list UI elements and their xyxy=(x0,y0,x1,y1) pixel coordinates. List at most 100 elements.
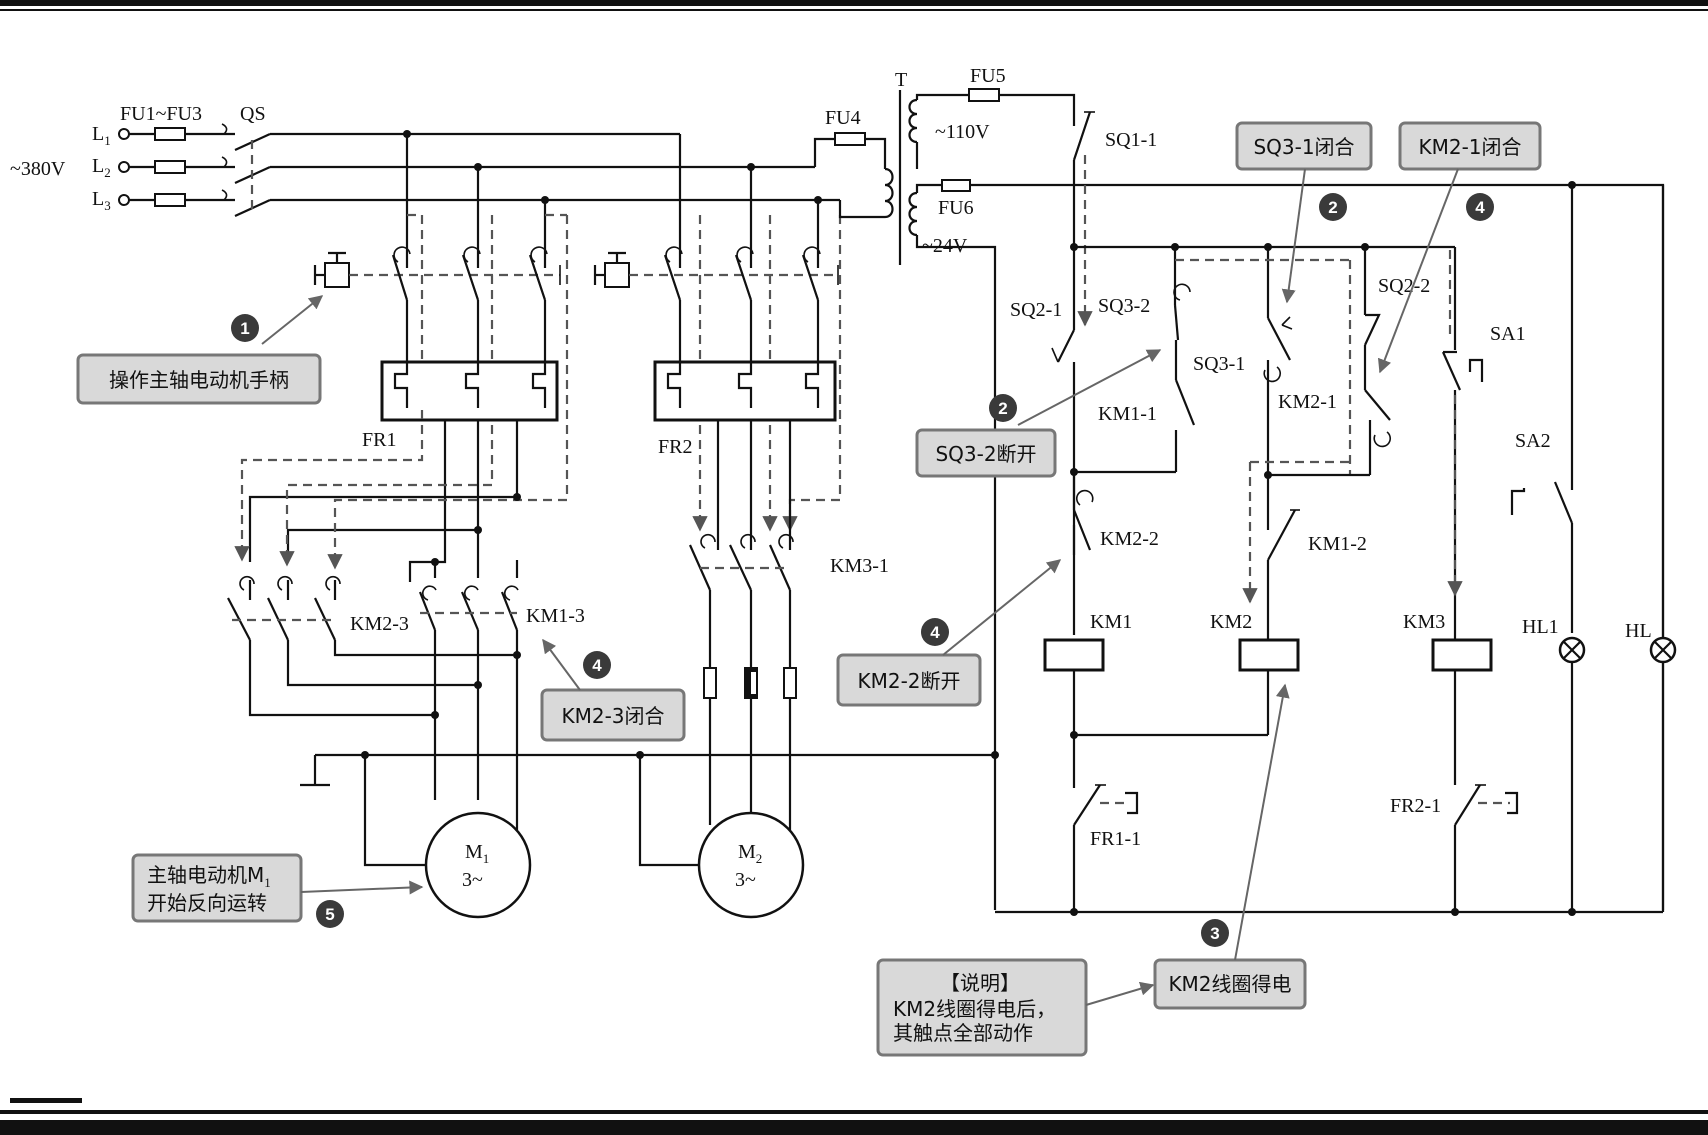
svg-text:3: 3 xyxy=(1210,924,1219,943)
km2-1-label: KM2-1 xyxy=(1278,391,1337,413)
handle-switch-m2 xyxy=(604,262,630,288)
switch-qs-label: QS xyxy=(240,103,266,125)
hl1-label: HL1 xyxy=(1522,616,1559,638)
fuse-fu6 xyxy=(941,179,971,192)
callout-handle: 操作主轴电动机手柄 xyxy=(76,353,322,405)
step-badge-4b: 4 xyxy=(921,618,949,646)
motor-m1-name: M1 xyxy=(465,841,489,866)
hl-label: HL xyxy=(1625,620,1652,642)
supply-voltage-label: ~380V xyxy=(10,158,66,180)
control-circuit: SQ1-1 SQ2-1 SQ3-2 KM1-1 SQ3-1 KM xyxy=(995,111,1677,916)
thermal-relay-fr2 xyxy=(653,360,837,422)
step-badge-3: 3 xyxy=(1201,919,1229,947)
svg-text:2: 2 xyxy=(1328,198,1337,217)
km1-1-label: KM1-1 xyxy=(1098,403,1157,425)
sa2-label: SA2 xyxy=(1515,430,1551,452)
callout-km2-coil: KM2线圈得电 xyxy=(1153,958,1307,1010)
sq3-2-label: SQ3-2 xyxy=(1098,295,1150,317)
callout-sq3-2-open-text: SQ3-2断开 xyxy=(935,442,1036,466)
fuse-fu4 xyxy=(834,132,866,146)
phase-l3-label: L3 xyxy=(92,188,111,213)
fu5-label: FU5 xyxy=(970,65,1006,87)
motor-m2-phase: 3~ xyxy=(735,869,756,891)
m2-branch: FR2 KM3-1 M2 3~ xyxy=(593,134,889,919)
km2-coil-label: KM2 xyxy=(1210,611,1252,633)
callout-motor-reverse-line1: 主轴电动机M1 xyxy=(147,863,271,890)
main-fuses-label: FU1~FU3 xyxy=(120,103,202,125)
note-line1: 【说明】 xyxy=(940,971,1020,995)
v110-label: ~110V xyxy=(935,121,990,143)
callout-km2-1-closed-text: KM2-1闭合 xyxy=(1418,135,1521,159)
pointer-arrows xyxy=(261,168,1459,1006)
callout-sq3-1-closed-text: SQ3-1闭合 xyxy=(1253,135,1354,159)
motor-m1 xyxy=(424,811,532,919)
transformer-label: T xyxy=(895,69,907,91)
handle-switch-m1 xyxy=(324,262,350,288)
fuse-fu1 xyxy=(154,127,186,141)
phase-l2-label: L2 xyxy=(92,155,111,180)
coil-km1 xyxy=(1043,638,1105,672)
callout-km2-3-closed: KM2-3闭合 xyxy=(540,688,686,742)
step-badge-2a: 2 xyxy=(1319,193,1347,221)
fuse-fu5 xyxy=(968,88,1000,102)
phase-l1-label: L1 xyxy=(92,123,111,148)
sq2-2-label: SQ2-2 xyxy=(1378,275,1430,297)
fu4-label: FU4 xyxy=(825,107,861,129)
km2-3-label: KM2-3 xyxy=(350,613,409,635)
m1-branch: FR1 KM1-3 KM2-3 xyxy=(0,0,585,919)
motor-m1-phase: 3~ xyxy=(462,869,483,891)
sq1-1-label: SQ1-1 xyxy=(1105,129,1157,151)
step-badge-1: 1 xyxy=(231,314,259,342)
callout-km2-2-open-text: KM2-2断开 xyxy=(857,669,960,693)
coil-km2 xyxy=(1238,638,1300,672)
svg-text:2: 2 xyxy=(998,399,1007,418)
sq3-1-label: SQ3-1 xyxy=(1193,353,1245,375)
note-line2: KM2线圈得电后， xyxy=(893,997,1056,1021)
km1-3-label: KM1-3 xyxy=(526,605,585,627)
callout-motor-reverse: 主轴电动机M1 开始反向运转 xyxy=(131,853,303,923)
km3-1-label: KM3-1 xyxy=(830,555,889,577)
step-badge-2b: 2 xyxy=(989,394,1017,422)
coil-km3 xyxy=(1431,638,1493,672)
callout-note: 【说明】 KM2线圈得电后， 其触点全部动作 xyxy=(876,958,1088,1057)
callout-motor-reverse-line2: 开始反向运转 xyxy=(147,891,267,915)
svg-text:5: 5 xyxy=(325,905,334,924)
motor-m2 xyxy=(697,811,805,919)
note-line3: 其触点全部动作 xyxy=(893,1021,1033,1045)
svg-text:1: 1 xyxy=(240,319,249,338)
callout-handle-text: 操作主轴电动机手柄 xyxy=(109,368,289,392)
callout-km2-3-closed-text: KM2-3闭合 xyxy=(561,704,664,728)
transformer: T FU4 FU5 FU6 ~110V ~24V xyxy=(813,65,1665,910)
terminal-l2 xyxy=(118,161,130,173)
terminal-l1 xyxy=(118,128,130,140)
fu6-label: FU6 xyxy=(938,197,974,219)
step-badge-4a: 4 xyxy=(1466,193,1494,221)
km2-2-label: KM2-2 xyxy=(1100,528,1159,550)
callout-km2-2-open: KM2-2断开 xyxy=(836,653,982,707)
callout-sq3-1-closed: SQ3-1闭合 xyxy=(1235,121,1373,171)
terminal-l3 xyxy=(118,194,130,206)
step-badge-4c: 4 xyxy=(583,651,611,679)
km3-coil-label: KM3 xyxy=(1403,611,1445,633)
fuse-fu2 xyxy=(154,160,186,174)
fr1-label: FR1 xyxy=(362,429,396,451)
thermal-relay-fr1 xyxy=(380,360,559,422)
step-badge-5: 5 xyxy=(316,900,344,928)
motor-m2-name: M2 xyxy=(738,841,762,866)
ground-bus xyxy=(300,751,999,787)
callout-sq3-2-open: SQ3-2断开 xyxy=(915,428,1057,478)
svg-text:4: 4 xyxy=(592,656,602,675)
svg-text:4: 4 xyxy=(930,623,940,642)
sa1-label: SA1 xyxy=(1490,323,1526,345)
callout-km2-coil-text: KM2线圈得电 xyxy=(1168,972,1291,996)
svg-text:4: 4 xyxy=(1475,198,1485,217)
supply-section: ~380V FU1~FU3 QS L1 L2 L3 xyxy=(10,103,840,218)
callout-km2-1-closed: KM2-1闭合 xyxy=(1398,121,1542,171)
fr2-1-label: FR2-1 xyxy=(1390,795,1441,817)
km1-coil-label: KM1 xyxy=(1090,611,1132,633)
km1-2-label: KM1-2 xyxy=(1308,533,1367,555)
fuse-fu3 xyxy=(154,193,186,207)
fr1-1-label: FR1-1 xyxy=(1090,828,1141,850)
